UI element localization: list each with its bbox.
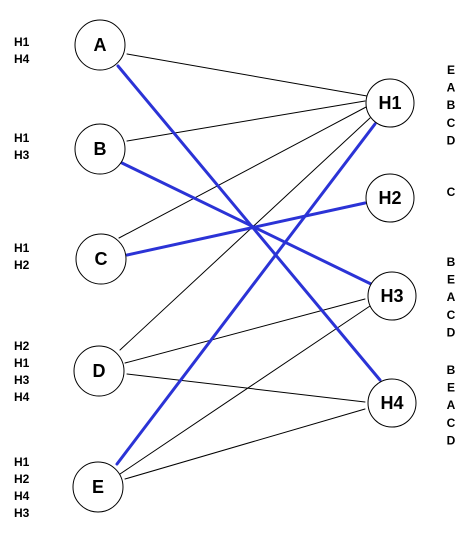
pref-e-4: H3 <box>14 506 30 520</box>
edge-d-h4 <box>126 373 366 403</box>
edge-a-h4-matched <box>116 64 382 382</box>
pref-h4-1: B <box>447 363 456 377</box>
edge-e-h4 <box>124 408 366 480</box>
node-circle-h2 <box>365 173 415 223</box>
pref-b-1: H1 <box>14 131 30 145</box>
pref-d-1: H2 <box>14 339 30 353</box>
node-h1: H1 <box>365 78 415 128</box>
pref-h4-2: E <box>447 381 455 395</box>
node-circle-d <box>73 345 125 397</box>
edge-d-h3 <box>124 298 366 364</box>
edge-e-h1-matched <box>115 122 377 466</box>
pref-c-1: H1 <box>14 241 30 255</box>
node-label-a: A <box>94 35 107 55</box>
pref-h3-5: D <box>447 325 456 339</box>
pref-d-2: H1 <box>14 356 30 370</box>
edge-a-h1 <box>126 53 368 97</box>
pref-h3-4: C <box>447 308 456 322</box>
node-h3: H3 <box>367 271 417 321</box>
node-c: C <box>75 233 127 285</box>
node-label-h1: H1 <box>378 93 401 113</box>
node-label-h2: H2 <box>378 188 401 208</box>
node-circle-h4 <box>367 378 417 428</box>
edges-layer <box>115 53 382 480</box>
edge-c-h1 <box>118 105 369 239</box>
node-label-h3: H3 <box>380 286 403 306</box>
edge-e-h3 <box>119 305 371 475</box>
pref-e-1: H1 <box>14 455 30 469</box>
pref-h3-1: B <box>447 255 456 269</box>
node-circle-b <box>74 123 126 175</box>
pref-h3-2: E <box>447 273 455 287</box>
pref-c-2: H2 <box>14 258 30 272</box>
edge-d-h1 <box>119 117 371 351</box>
node-b: B <box>74 123 126 175</box>
pref-h4-5: D <box>447 433 456 447</box>
pref-h4-3: A <box>447 398 456 412</box>
node-circle-a <box>74 19 126 71</box>
edge-c-h2-matched <box>125 201 367 257</box>
node-label-h4: H4 <box>380 393 403 413</box>
pref-a-1: H1 <box>14 35 30 49</box>
node-circle-c <box>75 233 127 285</box>
pref-h2-1: C <box>447 185 456 199</box>
node-h2: H2 <box>365 173 415 223</box>
node-label-b: B <box>94 139 107 159</box>
pref-h1-1: E <box>447 63 455 77</box>
pref-h1-3: B <box>447 98 456 112</box>
node-d: D <box>73 345 125 397</box>
pref-e-2: H2 <box>14 472 30 486</box>
pref-h1-5: D <box>447 133 456 147</box>
node-h4: H4 <box>367 378 417 428</box>
pref-d-4: H4 <box>14 390 30 404</box>
node-circle-e <box>72 461 124 513</box>
node-label-e: E <box>92 477 104 497</box>
pref-b-2: H3 <box>14 148 30 162</box>
pref-h1-2: A <box>447 81 456 95</box>
pref-h4-4: C <box>447 416 456 430</box>
pref-d-3: H3 <box>14 373 30 387</box>
node-circle-h1 <box>365 78 415 128</box>
pref-h1-4: C <box>447 116 456 130</box>
node-label-c: C <box>95 249 108 269</box>
pref-e-3: H4 <box>14 489 30 503</box>
pref-h3-3: A <box>447 290 456 304</box>
node-circle-h3 <box>367 271 417 321</box>
preferences-layer: H1H4H1H3H1H2H2H1H3H4H1H2H4H3EABCDCBEACDB… <box>14 35 456 520</box>
node-label-d: D <box>93 361 106 381</box>
node-e: E <box>72 461 124 513</box>
edge-b-h1 <box>126 100 366 142</box>
edge-b-h3-matched <box>120 161 373 286</box>
pref-a-2: H4 <box>14 52 30 66</box>
node-a: A <box>74 19 126 71</box>
